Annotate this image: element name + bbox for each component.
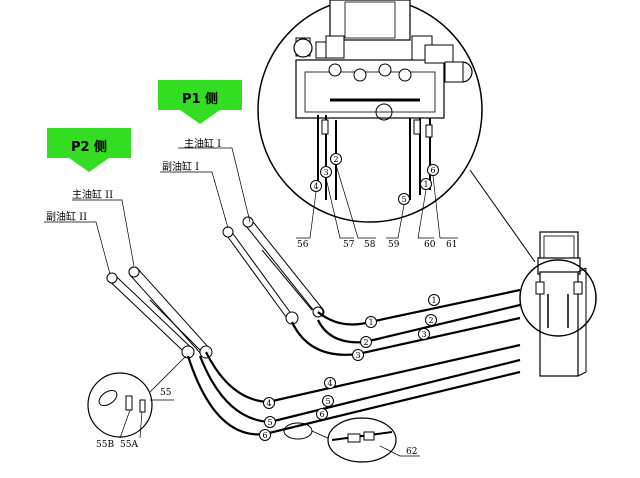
svg-text:6: 6 xyxy=(262,431,267,440)
p2-arrow xyxy=(47,128,131,172)
p1-hoses xyxy=(291,288,521,356)
detail-num-2: 2 xyxy=(333,155,338,164)
callout-60: 60 xyxy=(424,240,436,250)
svg-text:2: 2 xyxy=(363,338,368,347)
fitting-detail-55 xyxy=(87,355,187,439)
callout-55b: 55B xyxy=(96,440,115,450)
detail-num-1: 1 xyxy=(423,180,428,189)
svg-text:4: 4 xyxy=(327,379,332,388)
svg-text:3: 3 xyxy=(421,330,426,339)
detail-num-6: 6 xyxy=(430,166,435,175)
p2-aux-cylinder-label: 副油缸 II xyxy=(46,212,88,223)
p2-main-cylinder-label: 主油缸 II xyxy=(72,190,114,201)
p1-aux-cylinder-label: 副油缸 I xyxy=(162,162,200,173)
p1-side-label: P1 侧 xyxy=(181,92,219,107)
p1-cylinders xyxy=(222,216,325,325)
svg-text:2: 2 xyxy=(428,316,433,325)
callout-62: 62 xyxy=(406,447,418,457)
callout-57: 57 xyxy=(343,240,355,250)
fitting-detail-62 xyxy=(283,417,420,463)
p1-arrow xyxy=(158,80,242,124)
detail-num-5: 5 xyxy=(401,195,406,204)
p1-main-cylinder-label: 主油缸 I xyxy=(184,139,222,150)
svg-text:6: 6 xyxy=(319,410,324,419)
callout-56: 56 xyxy=(297,240,309,250)
svg-text:5: 5 xyxy=(267,418,272,427)
svg-text:1: 1 xyxy=(368,318,373,327)
p2-side-label: P2 侧 xyxy=(70,140,108,155)
callout-61: 61 xyxy=(446,240,458,250)
manifold-detail-circle: 2 3 4 5 1 6 xyxy=(257,0,536,263)
svg-text:1: 1 xyxy=(431,296,436,305)
p1-hose-numbers: 1 2 3 1 2 3 xyxy=(352,294,440,361)
p2-cylinders xyxy=(106,266,213,359)
callout-55a: 55A xyxy=(120,440,138,450)
detail-num-4: 4 xyxy=(313,182,318,191)
p2-hose-numbers: 4 5 6 4 5 6 xyxy=(259,377,336,441)
pump-unit xyxy=(519,231,597,377)
svg-text:4: 4 xyxy=(266,399,271,408)
callout-59: 59 xyxy=(388,240,400,250)
svg-text:3: 3 xyxy=(355,351,360,360)
svg-text:5: 5 xyxy=(325,397,330,406)
detail-num-3: 3 xyxy=(323,168,328,177)
callout-58: 58 xyxy=(364,240,376,250)
callout-55: 55 xyxy=(160,388,172,398)
cylinder-leaders xyxy=(44,147,251,275)
